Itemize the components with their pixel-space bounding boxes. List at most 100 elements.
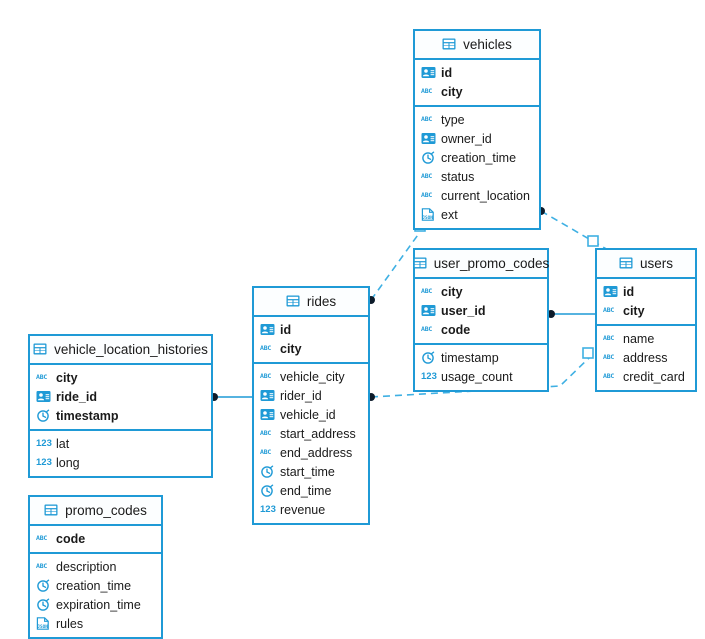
key-field-row[interactable]: id bbox=[597, 282, 695, 301]
field-label: ride_id bbox=[56, 389, 97, 404]
table-header[interactable]: vehicle_location_histories bbox=[30, 336, 211, 365]
id-card-icon bbox=[36, 390, 51, 403]
abc-icon: ABC bbox=[421, 325, 433, 334]
field-row[interactable]: expiration_time bbox=[30, 595, 161, 614]
field-row[interactable]: owner_id bbox=[415, 129, 539, 148]
field-label: end_time bbox=[280, 483, 332, 498]
field-label: city bbox=[441, 284, 463, 299]
number-icon: 123 bbox=[421, 370, 437, 382]
table-header[interactable]: vehicles bbox=[415, 31, 539, 60]
key-field-row[interactable]: ride_id bbox=[30, 387, 211, 406]
field-label: creation_time bbox=[56, 578, 132, 593]
field-row[interactable]: vehicle_id bbox=[254, 405, 368, 424]
table-header[interactable]: user_promo_codes bbox=[413, 250, 550, 279]
field-label: code bbox=[441, 322, 471, 337]
number-icon: 123 bbox=[36, 456, 52, 468]
key-field-row[interactable]: timestamp bbox=[30, 406, 211, 425]
table-header[interactable]: rides bbox=[254, 288, 368, 317]
abc-icon: ABC bbox=[421, 191, 433, 200]
field-row[interactable]: 123 usage_count bbox=[415, 367, 547, 386]
field-label: id bbox=[280, 322, 292, 337]
key-field-row[interactable]: id bbox=[254, 320, 368, 339]
relationship-vehicles-to-users[interactable] bbox=[537, 207, 609, 251]
field-label: id bbox=[441, 65, 453, 80]
field-label: ext bbox=[441, 207, 458, 222]
table-grid-icon bbox=[413, 257, 428, 270]
table-header[interactable]: promo_codes bbox=[30, 497, 161, 526]
relationship-target-square bbox=[587, 235, 599, 247]
field-label: start_time bbox=[280, 464, 335, 479]
field-row[interactable]: creation_time bbox=[30, 576, 161, 595]
svg-text:JSON: JSON bbox=[37, 624, 48, 630]
field-row[interactable]: start_time bbox=[254, 462, 368, 481]
table-header[interactable]: users bbox=[597, 250, 695, 279]
field-row[interactable]: ABC status bbox=[415, 167, 539, 186]
clock-icon bbox=[260, 484, 275, 497]
field-row[interactable]: creation_time bbox=[415, 148, 539, 167]
key-field-row[interactable]: ABC code bbox=[415, 320, 547, 339]
abc-icon: ABC bbox=[421, 172, 433, 181]
field-label: description bbox=[56, 559, 117, 574]
field-label: revenue bbox=[280, 502, 326, 517]
clock-icon bbox=[421, 351, 436, 364]
field-label: timestamp bbox=[56, 408, 119, 423]
field-label: name bbox=[623, 331, 655, 346]
relationship-target-square bbox=[582, 347, 594, 359]
field-row[interactable]: end_time bbox=[254, 481, 368, 500]
relationship-user-promo-codes-to-users[interactable] bbox=[547, 310, 595, 318]
key-field-row[interactable]: user_id bbox=[415, 301, 547, 320]
field-label: vehicle_city bbox=[280, 369, 345, 384]
field-row[interactable]: timestamp bbox=[415, 348, 547, 367]
abc-icon: ABC bbox=[260, 344, 272, 353]
field-label: usage_count bbox=[441, 369, 513, 384]
field-label: creation_time bbox=[441, 150, 517, 165]
table-name: rides bbox=[306, 294, 337, 309]
key-field-row[interactable]: id bbox=[415, 63, 539, 82]
table-grid-icon bbox=[33, 343, 48, 356]
field-label: owner_id bbox=[441, 131, 492, 146]
relationship-vehicle-location-histories-to-rides[interactable] bbox=[210, 393, 252, 401]
field-row[interactable]: rider_id bbox=[254, 386, 368, 405]
field-label: credit_card bbox=[623, 369, 685, 384]
table-name: user_promo_codes bbox=[433, 256, 550, 271]
id-card-icon bbox=[421, 304, 436, 317]
field-label: city bbox=[56, 370, 78, 385]
id-card-icon bbox=[603, 285, 618, 298]
table-name: vehicle_location_histories bbox=[54, 342, 208, 357]
field-label: status bbox=[441, 169, 475, 184]
table-grid-icon bbox=[286, 295, 301, 308]
table-grid-icon bbox=[44, 504, 59, 517]
